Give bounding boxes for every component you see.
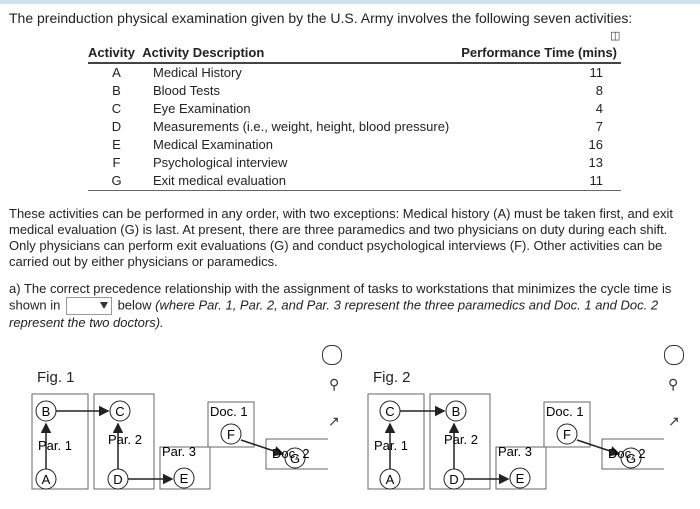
col-header-activity: Activity Activity Description [88,44,457,64]
zoom-in-icon[interactable] [322,345,342,365]
question-a: a) The correct precedence relationship w… [9,281,672,330]
node-label: B [42,404,51,419]
node-label: A [386,472,395,487]
copy-icon[interactable]: ◫ [610,30,621,42]
node-label: D [113,472,122,487]
station-label: Par. 2 [108,432,142,447]
fig2-label: Fig. 2 [373,369,411,386]
station-label: Doc. 2 [608,446,646,461]
node-label: F [227,427,235,442]
station-label: Par. 1 [374,438,408,453]
node-label: E [180,471,189,486]
node-label: A [42,472,51,487]
exceptions-paragraph: These activities can be performed in any… [9,206,674,269]
node-label: E [516,471,525,486]
external-link-icon[interactable]: ↗ [328,413,340,429]
node-label: B [452,404,461,419]
zoom-in-icon[interactable] [664,345,684,365]
intro-text: The preinduction physical examination gi… [9,10,633,26]
activities-table: Activity Activity Description Performanc… [88,44,621,191]
station-label: Doc. 1 [546,404,584,419]
node-label: G [290,451,300,466]
zoom-icon[interactable]: ⚲ [668,376,679,392]
node-label: C [115,404,124,419]
station-label: Doc. 1 [210,404,248,419]
answer-dropdown[interactable] [65,297,112,315]
station-label: Par. 2 [444,432,478,447]
external-link-icon[interactable]: ↗ [668,413,680,429]
node-label: D [449,472,458,487]
col-header-time: Performance Time (mins) [457,44,621,64]
top-accent-bar [0,0,700,4]
node-label: C [385,404,394,419]
station-label: Par. 1 [38,438,72,453]
station-label: Par. 3 [498,444,532,459]
station-label: Par. 3 [162,444,196,459]
node-label: G [626,451,636,466]
node-label: F [563,427,571,442]
station-label: Doc. 2 [272,446,310,461]
fig2-diagram: C B A D E F G Par. 1 Par. 2 Par. 3 Doc. … [367,393,664,490]
fig1-label: Fig. 1 [37,369,75,386]
fig1-diagram: B C A D E F G Par. 1 Par. 2 Par. 3 Doc. … [31,393,328,490]
zoom-icon[interactable]: ⚲ [329,376,340,392]
